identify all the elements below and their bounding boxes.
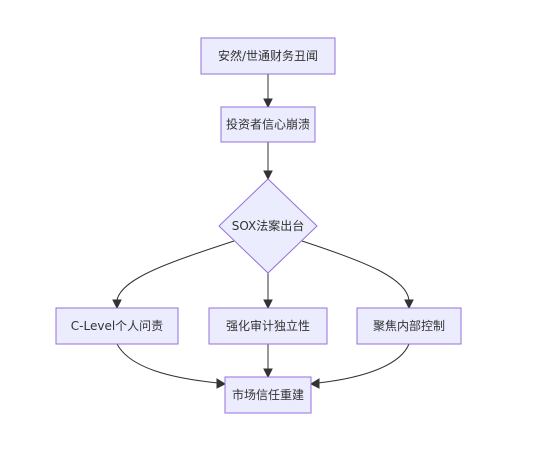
node-sox: SOX法案出台	[218, 178, 318, 274]
edges	[112, 74, 414, 389]
node-scandal-label: 安然/世通财务丑闻	[218, 48, 318, 63]
node-control: 聚焦内部控制	[356, 307, 462, 345]
edge-control-to-rebuild	[309, 343, 410, 389]
node-scandal: 安然/世通财务丑闻	[200, 37, 336, 75]
edge-audit-to-rebuild	[263, 344, 273, 379]
edge-clevel-to-rebuild	[116, 343, 227, 389]
edge-sox-to-clevel	[112, 240, 235, 310]
node-rebuild: 市场信任重建	[224, 376, 312, 414]
node-sox-label: SOX法案出台	[232, 218, 305, 233]
edge-collapse-to-sox	[263, 142, 273, 181]
node-audit-label: 强化审计独立性	[226, 318, 310, 333]
node-collapse: 投资者信心崩溃	[220, 106, 316, 143]
edge-sox-to-audit	[263, 273, 273, 310]
node-collapse-label: 投资者信心崩溃	[226, 117, 310, 132]
node-clevel-label: C-Level个人问责	[71, 319, 163, 333]
edge-scandal-to-collapse	[263, 74, 273, 109]
node-clevel: C-Level个人问责	[55, 307, 179, 345]
node-control-label: 聚焦内部控制	[373, 318, 445, 333]
node-audit: 强化审计独立性	[208, 307, 328, 345]
edge-sox-to-control	[301, 240, 414, 310]
node-rebuild-label: 市场信任重建	[232, 387, 304, 402]
